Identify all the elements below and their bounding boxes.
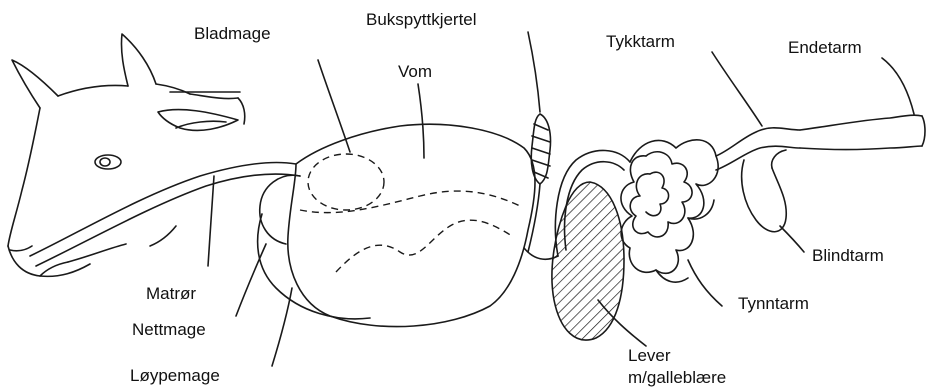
label-nettmage: Nettmage: [132, 320, 206, 340]
label-vom: Vom: [398, 62, 432, 82]
label-bladmage: Bladmage: [194, 24, 271, 44]
label-matror: Matrør: [146, 284, 196, 304]
label-blindtarm: Blindtarm: [812, 246, 884, 266]
leader-lines: [170, 32, 914, 366]
label-bukspyttkjertel: Bukspyttkjertel: [366, 10, 477, 30]
large-intestine: [716, 115, 925, 232]
stomach: [258, 124, 558, 326]
label-lever: Lever: [628, 346, 671, 366]
label-loypemage: Løypemage: [130, 366, 220, 386]
label-tynntarm: Tynntarm: [738, 294, 809, 314]
label-tykktarm: Tykktarm: [606, 32, 675, 52]
pancreas: [528, 114, 551, 252]
label-endetarm: Endetarm: [788, 38, 862, 58]
label-galleblaere: m/galleblære: [628, 368, 726, 388]
